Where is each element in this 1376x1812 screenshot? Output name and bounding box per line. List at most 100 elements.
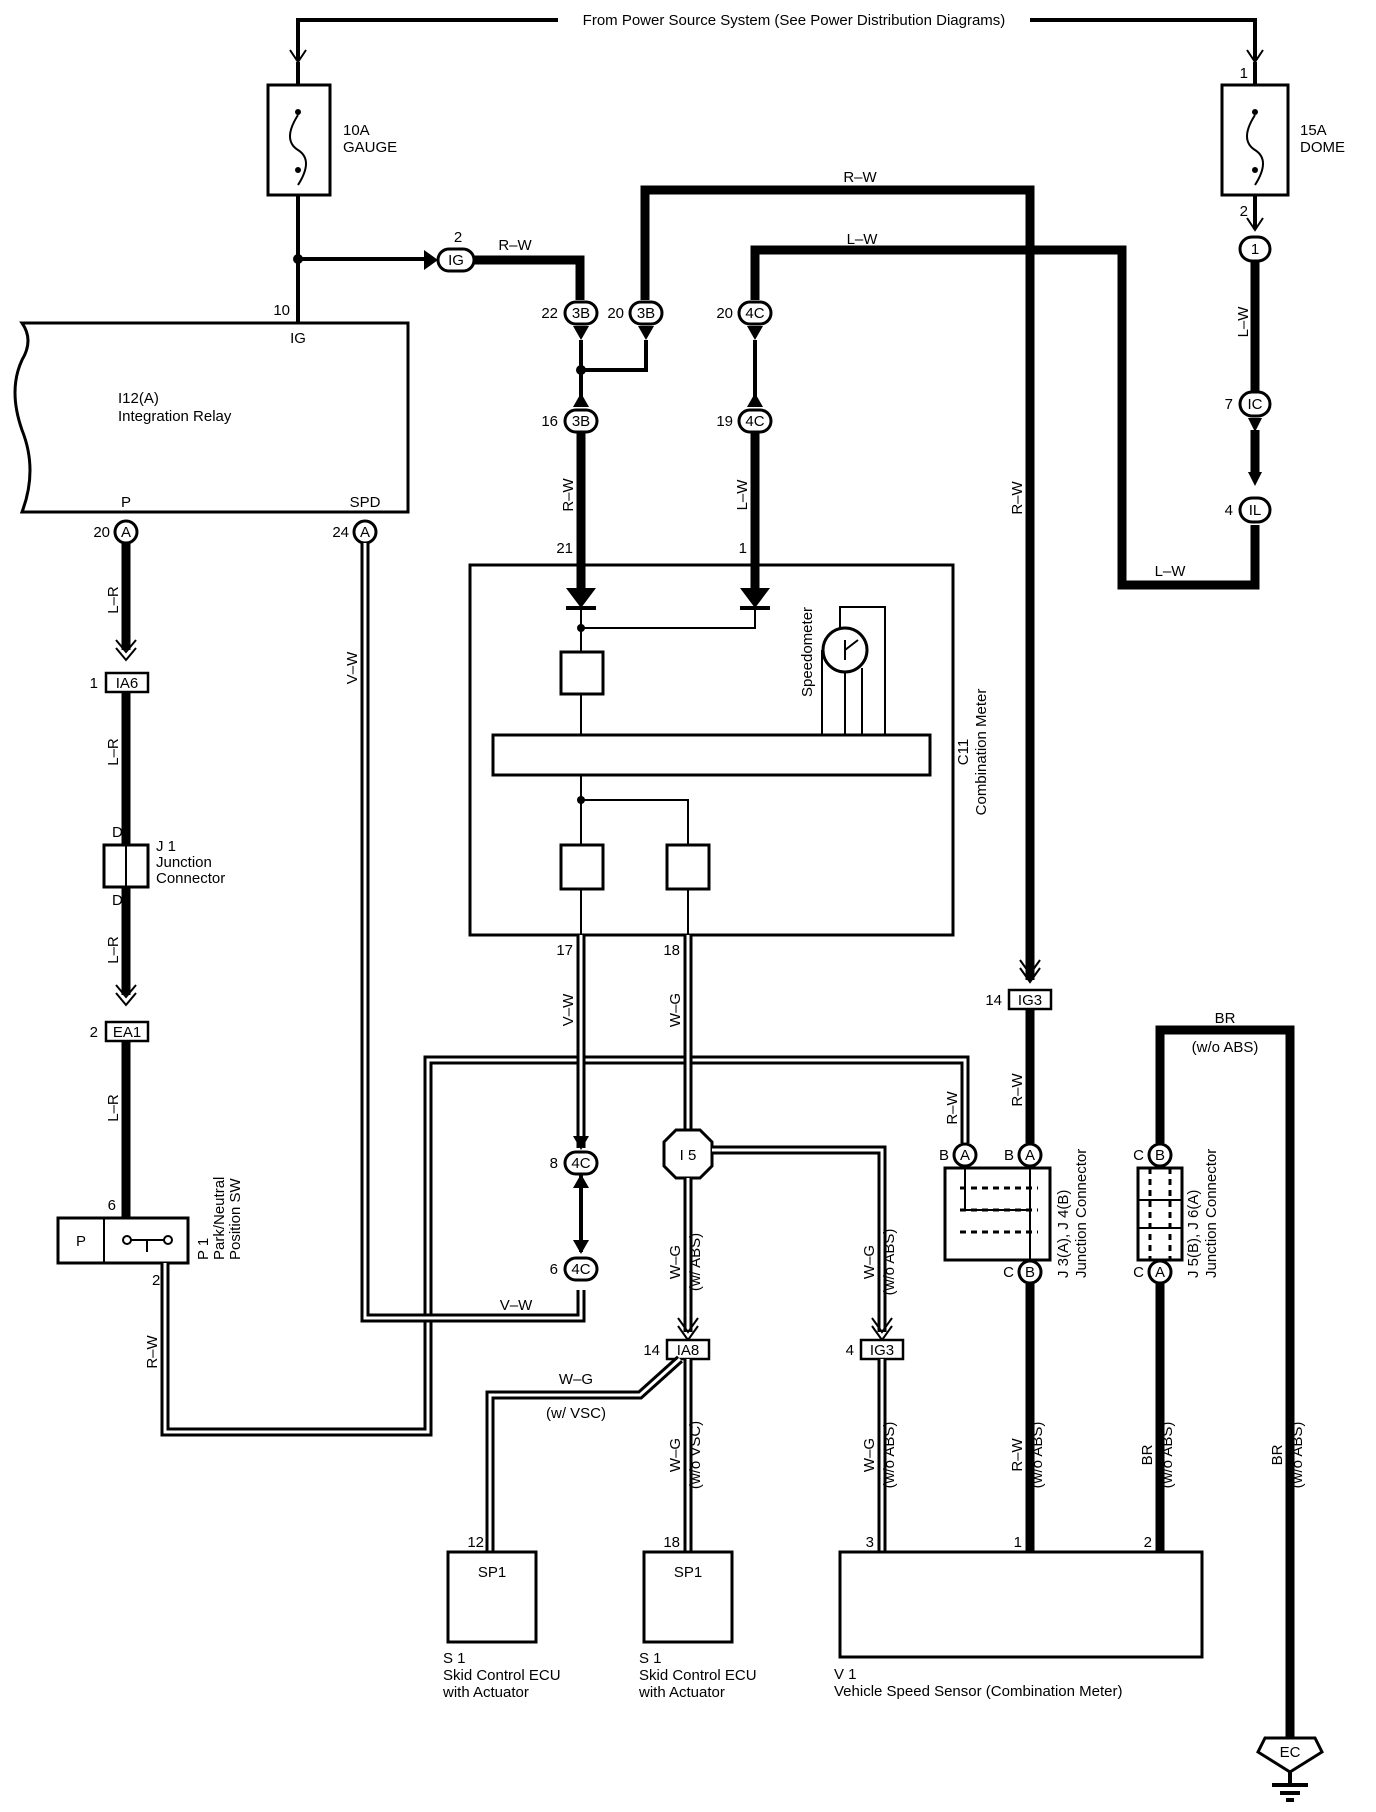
wire-label-br-1: BR bbox=[1215, 1010, 1236, 1027]
connector-1-label: 1 bbox=[1251, 241, 1259, 258]
connector-ig3-bottom-label: IG3 bbox=[870, 1342, 894, 1359]
connector-3b-c-label: 3B bbox=[572, 413, 590, 430]
fuse-dome-rating: 15A bbox=[1300, 122, 1327, 139]
wire-label-rw-3: R–W bbox=[1009, 480, 1026, 514]
j3-pin-b-right: B bbox=[1004, 1147, 1014, 1164]
wire-label-rw-7: R–W bbox=[1009, 1072, 1026, 1106]
wire-label-vw-3: V–W bbox=[560, 993, 577, 1026]
wire-qual-wo-abs-6: (w/o ABS) bbox=[1289, 1422, 1306, 1489]
br-wires: BR (w/o ABS) BR (w/o ABS) BR (w/o ABS) bbox=[1139, 1010, 1306, 1738]
vss-name: Vehicle Speed Sensor (Combination Meter) bbox=[834, 1683, 1123, 1700]
wire-label-lw-4: L–W bbox=[734, 479, 751, 511]
skid-ecu-2-pin: 18 bbox=[663, 1534, 680, 1551]
connector-3b-c-pin: 16 bbox=[541, 413, 558, 430]
j3-pin-b-left: B bbox=[939, 1147, 949, 1164]
connector-ea1-label: EA1 bbox=[113, 1024, 141, 1041]
relay-ig-pin: 10 bbox=[273, 302, 290, 319]
connector-ia8-pin: 14 bbox=[643, 1342, 660, 1359]
j3-pin-b-bottom: B bbox=[1025, 1264, 1035, 1281]
fuse-gauge-rating: 10A bbox=[343, 122, 370, 139]
vw-meter-to-4c: V–W bbox=[560, 935, 589, 1150]
wire-label-lw-3: L–W bbox=[1235, 306, 1252, 338]
connector-ig3-top-pin: 14 bbox=[985, 992, 1002, 1009]
power-source-line: From Power Source System (See Power Dist… bbox=[289, 12, 1264, 64]
j3-pin-c-bottom: C bbox=[1003, 1264, 1014, 1281]
rw-j3-to-vss: R–W (w/o ABS) bbox=[1009, 1283, 1046, 1552]
wg-i5-branches: W–G (w/ ABS) W–G (w/o ABS) bbox=[667, 1145, 898, 1342]
connector-ig3-top: IG3 14 R–W bbox=[985, 959, 1053, 1143]
wire-label-lr-3: L–R bbox=[105, 936, 122, 964]
skid-ecu-1-code: S 1 bbox=[443, 1650, 466, 1667]
j3-pin-a-left: A bbox=[960, 1147, 970, 1164]
wire-qual-wo-abs-3: (w/o ABS) bbox=[1029, 1422, 1046, 1489]
dome-chain: 1 L–W IC 7 IL 4 bbox=[1225, 195, 1272, 524]
vehicle-speed-sensor: 3 1 2 V 1 Vehicle Speed Sensor (Combinat… bbox=[834, 1534, 1204, 1700]
connector-ea1-pin: 2 bbox=[90, 1024, 98, 1041]
wg-ig3-to-vss: W–G (w/o ABS) bbox=[861, 1359, 898, 1552]
meter-pin-21: 21 bbox=[556, 540, 573, 557]
wire-label-lr-1: L–R bbox=[105, 586, 122, 614]
connector-4c-a-pin: 20 bbox=[716, 305, 733, 322]
fuse-gauge-name: GAUGE bbox=[343, 139, 397, 156]
j5-pin-b: B bbox=[1155, 1147, 1165, 1164]
vw-spd-loop: V–W V–W bbox=[344, 543, 586, 1323]
wire-qual-wo-vsc: (w/o VSC) bbox=[687, 1421, 704, 1489]
wire-label-wg-4: W–G bbox=[559, 1371, 593, 1388]
wire-label-vw-1: V–W bbox=[344, 651, 361, 684]
ground-label: EC bbox=[1280, 1744, 1301, 1761]
skid-ecu-1-pin: 12 bbox=[467, 1534, 484, 1551]
connector-4c-a-label: 4C bbox=[745, 305, 764, 322]
fuse-dome: 15A DOME 1 2 bbox=[1220, 62, 1345, 220]
connector-il-label: IL bbox=[1249, 502, 1262, 519]
wire-label-lw-1: L–W bbox=[847, 231, 879, 248]
skid-ecu-2-name2: with Actuator bbox=[638, 1684, 725, 1701]
connector-4c-b: 4C 19 bbox=[716, 408, 773, 434]
connector-ig: IG 2 bbox=[424, 229, 476, 273]
skid-ecu-1-name1: Skid Control ECU bbox=[443, 1667, 561, 1684]
wire-label-vw-2: V–W bbox=[500, 1297, 533, 1314]
skid-ecu-1: SP1 12 S 1 Skid Control ECU with Actuato… bbox=[442, 1534, 561, 1701]
connector-ig-pin: 2 bbox=[454, 229, 462, 246]
connector-ia8-label: IA8 bbox=[677, 1342, 700, 1359]
j1-code: J 1 bbox=[156, 838, 176, 855]
connector-4c-a: 4C 20 bbox=[716, 300, 773, 340]
wire-label-br-2: BR bbox=[1139, 1444, 1156, 1465]
connector-ig3-bottom-pin: 4 bbox=[846, 1342, 854, 1359]
wire-qual-wo-abs-5: (w/o ABS) bbox=[1159, 1422, 1176, 1489]
3b-join bbox=[573, 340, 763, 407]
wire-qual-wo-abs-4: (w/o ABS) bbox=[1192, 1039, 1259, 1056]
fuse-dome-name: DOME bbox=[1300, 139, 1345, 156]
wire-label-rw-4: R–W bbox=[560, 477, 577, 511]
relay-name: Integration Relay bbox=[118, 408, 232, 425]
vss-code: V 1 bbox=[834, 1666, 857, 1683]
wire-label-wg-2: W–G bbox=[667, 1245, 684, 1279]
integration-relay: IG I12(A) Integration Relay P SPD A 20 A… bbox=[13, 321, 410, 545]
wire-label-rw-6: R–W bbox=[944, 1090, 961, 1124]
relay-spd-label: SPD bbox=[350, 494, 381, 511]
wire-label-wg-6: W–G bbox=[861, 1438, 878, 1472]
j1-name1: Junction bbox=[156, 854, 212, 871]
connector-ia6-label: IA6 bbox=[116, 675, 139, 692]
p1-name1: Park/Neutral bbox=[211, 1177, 228, 1260]
connector-3b-a: 3B 22 bbox=[541, 300, 599, 340]
skid-ecu-1-conn: SP1 bbox=[478, 1564, 506, 1581]
connector-il-pin: 4 bbox=[1225, 502, 1233, 519]
connector-3b-b-pin: 20 bbox=[607, 305, 624, 322]
fuse-dome-pin-top: 1 bbox=[1240, 65, 1248, 82]
splice-i5-label: I 5 bbox=[680, 1147, 697, 1164]
skid-ecu-1-name2: with Actuator bbox=[442, 1684, 529, 1701]
junction-j5-j6: B C A C J 5(B), J 6(A) Junction Connecto… bbox=[1133, 1142, 1220, 1285]
ground-ec: EC bbox=[1256, 1736, 1324, 1802]
connector-4c-c-label: 4C bbox=[571, 1155, 590, 1172]
relay-spd-conn: A bbox=[360, 524, 370, 541]
wire-label-lw-2: L–W bbox=[1155, 563, 1187, 580]
p1-pin-top: 6 bbox=[108, 1197, 116, 1214]
relay-ig-label: IG bbox=[290, 330, 306, 347]
combination-meter: Speedometer C11 Combination Meter 17 18 bbox=[468, 563, 990, 959]
wg-meter-to-i5: W–G bbox=[667, 935, 693, 1130]
skid-ecu-2: SP1 18 S 1 Skid Control ECU with Actuato… bbox=[638, 1534, 757, 1701]
meter-pin-17: 17 bbox=[556, 942, 573, 959]
connector-3b-a-pin: 22 bbox=[541, 305, 558, 322]
connector-ig-label: IG bbox=[448, 252, 464, 269]
vss-pin-3: 3 bbox=[866, 1534, 874, 1551]
